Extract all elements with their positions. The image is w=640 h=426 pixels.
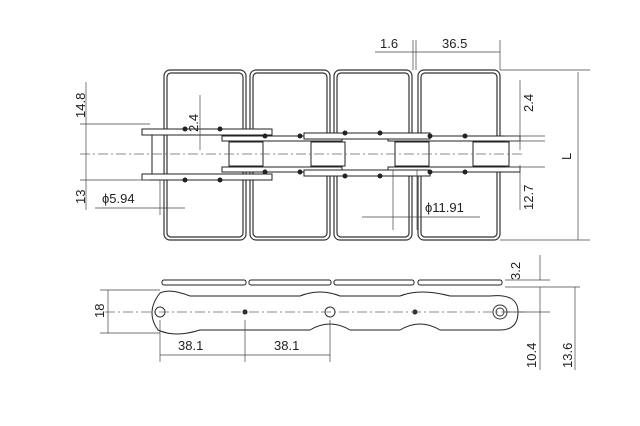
dim-height-left: 14.8 <box>73 93 88 118</box>
dim-slat-width: 36.5 <box>442 36 467 51</box>
dim-gap: 1.6 <box>380 36 398 51</box>
dim-plate-thickness-right: 2.4 <box>521 94 536 112</box>
dim-pitch-2: 38.1 <box>274 338 299 353</box>
dim-offset-left: 13 <box>73 190 88 204</box>
dim-slat-thickness: 3.2 <box>508 262 523 280</box>
outer-plate <box>141 173 273 181</box>
dim-total-height: 13.6 <box>560 343 575 368</box>
top-view: 1.6 36.5 14.8 2.4 13 ϕ5.94 ϕ11.91 2.4 12… <box>73 36 590 241</box>
pin <box>151 131 165 179</box>
dim-pitch-1: 38.1 <box>178 338 203 353</box>
dimension-lines <box>80 40 590 241</box>
dim-overall-length: L <box>559 153 574 160</box>
dim-side-plate-height: 18 <box>92 304 107 318</box>
side-view: 3.2 18 38.1 38.1 10.4 13.6 <box>92 255 580 370</box>
outer-plate <box>141 128 273 136</box>
dim-plate-height: 12.7 <box>521 185 536 210</box>
slats <box>161 279 503 286</box>
dim-pin-diameter: ϕ5.94 <box>102 191 135 206</box>
dim-roller-diameter: ϕ11.91 <box>425 200 464 215</box>
dimension-lines <box>100 255 580 370</box>
chain-links <box>80 126 525 183</box>
rivets <box>182 126 468 183</box>
outer-plate <box>303 132 431 140</box>
dim-pin-height: 10.4 <box>524 343 539 368</box>
dim-plate-thickness-left: 2.4 <box>186 114 201 132</box>
outer-plate <box>303 169 431 177</box>
